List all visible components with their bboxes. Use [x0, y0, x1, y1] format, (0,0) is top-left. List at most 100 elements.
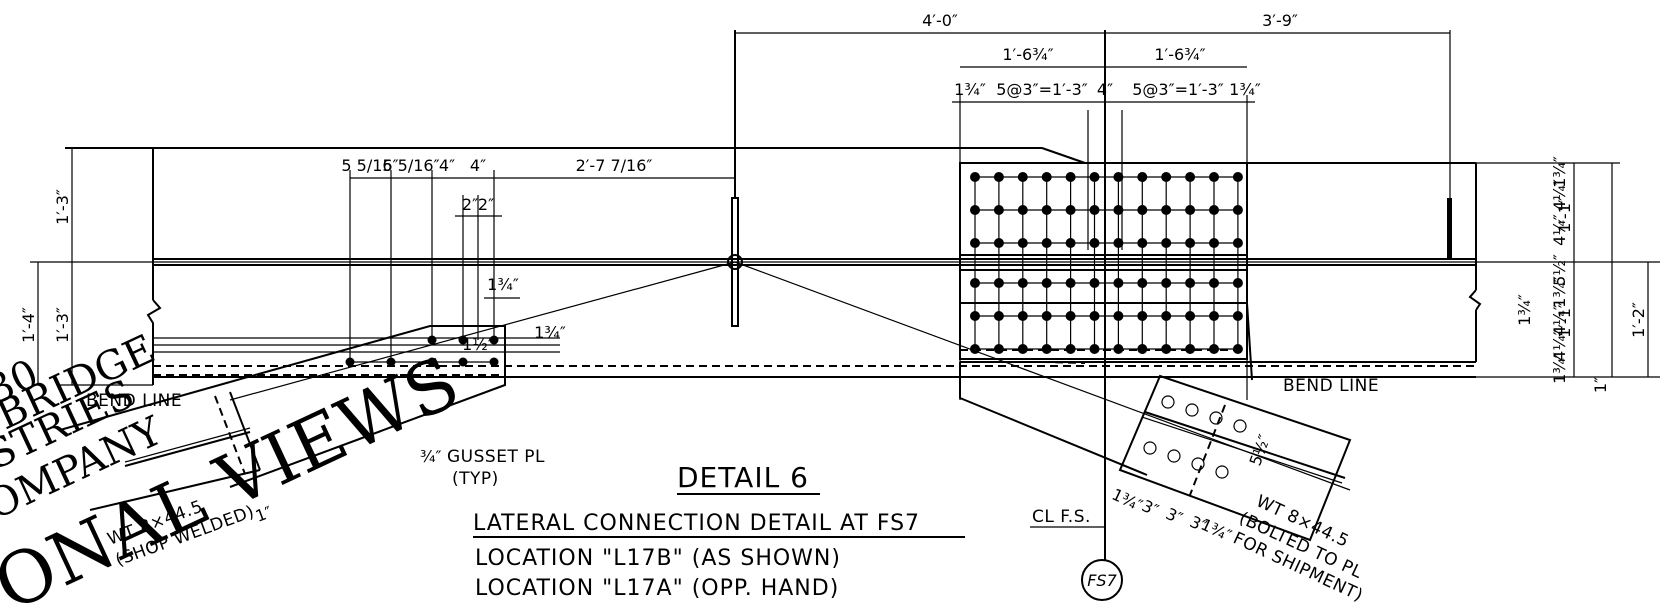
bolt: [1017, 172, 1028, 182]
dim-overall-left: 4′-0″: [922, 11, 958, 30]
dim-vr-a: 1¾″: [1550, 156, 1569, 188]
bolt: [1161, 278, 1172, 288]
bolt: [1209, 205, 1219, 215]
cl-fs-label: CL F.S.: [1032, 507, 1091, 527]
bolt: [1161, 238, 1172, 248]
bolt: [1161, 311, 1172, 321]
dim-vr-c: 4¼″: [1550, 214, 1569, 246]
dim-spacing-right: 5@3″=1′-3″: [1132, 80, 1224, 99]
bolt: [1161, 205, 1172, 215]
gusset-note-frac: ¾″: [420, 447, 442, 466]
bolt: [1089, 278, 1100, 288]
bolt: [1017, 311, 1028, 321]
bolt: [1232, 172, 1243, 182]
dim-vr-e: 1¾″: [1550, 276, 1569, 308]
bolt: [1041, 172, 1052, 182]
bolt: [970, 344, 980, 354]
detail-title: DETAIL 6: [677, 461, 809, 494]
bolt: [1065, 278, 1076, 288]
bolt: [1232, 344, 1243, 354]
bolt: [1185, 311, 1196, 321]
gusset-note-line2: (TYP): [452, 469, 499, 489]
dim-vl-lower: 1′-3″: [53, 307, 72, 343]
bolt: [1185, 172, 1196, 182]
bolt: [1041, 311, 1052, 321]
dim-vr-h: 1¾″: [1550, 352, 1569, 384]
dim-half-left: 1′-6¾″: [1002, 45, 1053, 64]
dim-lr-d: 3″: [1187, 512, 1210, 536]
bolt: [1113, 344, 1124, 354]
bolt: [427, 335, 437, 345]
right-bolts: [970, 172, 1243, 354]
gusset-plate-outline: [65, 147, 1482, 385]
dim-lr-c: 3″: [1163, 504, 1186, 528]
dim-spacing-left: 5@3″=1′-3″: [996, 80, 1088, 99]
right-stiffener: [1447, 30, 1452, 260]
bolt: [458, 357, 468, 367]
bolt: [1089, 311, 1100, 321]
right-gusset-edge: [959, 302, 1253, 476]
bolt: [1137, 238, 1148, 248]
bolt: [1161, 172, 1172, 182]
bolt: [1089, 172, 1100, 182]
bolt: [1209, 172, 1219, 182]
bolt: [1209, 311, 1219, 321]
bolt: [1209, 238, 1219, 248]
bolt: [1065, 205, 1076, 215]
bolt: [427, 357, 437, 367]
bolt: [1137, 344, 1148, 354]
bolt: [970, 172, 980, 182]
bolt: [1113, 172, 1124, 182]
member-flange: [30, 258, 1640, 266]
left-wt-member: [59, 261, 736, 511]
bolt: [1137, 278, 1148, 288]
dim-vr-lower: 1′-1″: [1555, 302, 1574, 338]
bend-line-left: BEND LINE: [86, 391, 182, 411]
dim-lr-e: 1¾″: [1198, 515, 1235, 546]
bolt: [993, 311, 1004, 321]
bolt: [345, 357, 355, 367]
dim-vr-d: 5½″: [1550, 254, 1569, 286]
gusset-note-line1: GUSSET PL: [447, 447, 545, 467]
bolt: [970, 238, 980, 248]
dim-edge-left: 1¾″: [954, 80, 986, 99]
bolt: [1065, 172, 1076, 182]
bolt: [1089, 205, 1100, 215]
dim-edge-a: 1¾″: [487, 275, 519, 294]
bolt: [1209, 278, 1219, 288]
bolt: [1017, 205, 1028, 215]
bolt: [1185, 278, 1196, 288]
right-wt-member: [1118, 374, 1352, 542]
dim-center-gap: 4″: [1097, 80, 1113, 99]
location-l17b: LOCATION "L17B" (AS SHOWN): [475, 546, 841, 571]
left-vertical-dimensions: [30, 148, 153, 386]
dim-small-a: 2″: [462, 195, 478, 214]
bolt: [1113, 278, 1124, 288]
bolt: [1137, 205, 1148, 215]
bolt: [970, 205, 980, 215]
bolt: [993, 238, 1004, 248]
bolt: [1137, 172, 1148, 182]
dim-d4: 4″: [470, 156, 486, 175]
dim-vr-g: 4¼″: [1550, 329, 1569, 361]
left-bolt-group: [345, 170, 499, 367]
bolt: [1065, 311, 1076, 321]
bolt: [1065, 238, 1076, 248]
dim-vr-outer: 1′-2″: [1629, 302, 1648, 338]
bolt: [1185, 205, 1196, 215]
bolt: [1017, 238, 1028, 248]
bolt: [1089, 344, 1100, 354]
dim-edge-b: 1¾″: [534, 323, 566, 342]
bolt: [1185, 238, 1196, 248]
bolt: [1041, 205, 1052, 215]
dim-vl-upper: 1′-3″: [53, 189, 72, 225]
dim-lr-b: 3″: [1139, 496, 1162, 520]
bolt: [1232, 238, 1243, 248]
location-l17a: LOCATION "L17A" (OPP. HAND): [475, 576, 839, 601]
top-dimension-lines: [350, 32, 1450, 299]
bolt: [993, 172, 1004, 182]
bolt: [1137, 311, 1148, 321]
right-wt-bolts: [1143, 395, 1247, 479]
splice-lines: [959, 95, 1248, 400]
